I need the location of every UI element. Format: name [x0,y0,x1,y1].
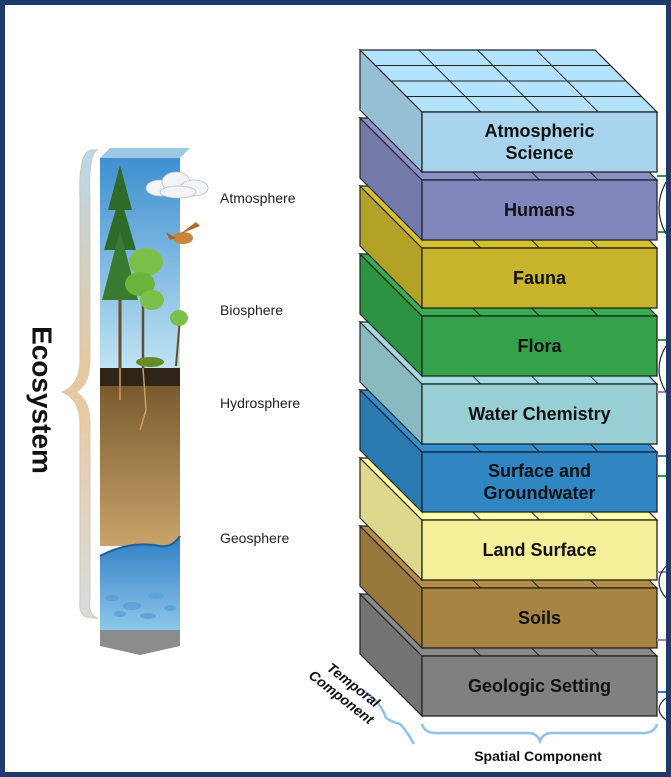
layer-label-water-chemistry: Water Chemistry [468,404,610,424]
layer-stack: Geologic Setting Soils Land Surface Surface… [358,48,667,721]
connector-arc [658,565,667,599]
earth-column [99,148,209,655]
layer-label-geologic-setting: Geologic Setting [468,676,611,696]
layer-front-surface-and-groundwater [421,451,658,513]
layer-label-fauna: Fauna [513,268,567,288]
layer-front-humans [421,179,658,241]
layer-front-atmospheric-science [421,111,658,173]
tree-icon [102,165,188,431]
connector-arc [658,697,667,721]
cloud-icon [145,171,209,199]
layer-label-soils: Soils [518,608,561,628]
temporal-brace [361,688,416,745]
sphere-label-geosphere: Geosphere [220,530,289,546]
spatial-label: Spatial Component [474,748,602,764]
layer-label-flora: Flora [517,336,562,356]
layer-front-land-surface [421,519,658,581]
sphere-label-biosphere: Biosphere [220,302,283,318]
connector-arc [658,345,667,393]
layer-label-humans: Humans [504,200,575,220]
sphere-label-atmosphere: Atmosphere [220,190,296,206]
bird-icon [166,222,200,244]
connector-arc [658,181,667,235]
spatial-brace [420,723,659,745]
layer-front-water-chemistry [421,383,658,445]
layer-front-soils [421,587,658,649]
layer-front-fauna [421,247,658,309]
sphere-label-hydrosphere: Hydrosphere [220,395,300,411]
ecosystem-diagram: Ecosystem [27,48,667,764]
layer-front-flora [421,315,658,377]
ecosystem-title: Ecosystem [27,326,58,474]
layer-front-geologic-setting [421,655,658,717]
layer-label-land-surface: Land Surface [482,540,596,560]
ecosystem-brace [60,149,99,619]
